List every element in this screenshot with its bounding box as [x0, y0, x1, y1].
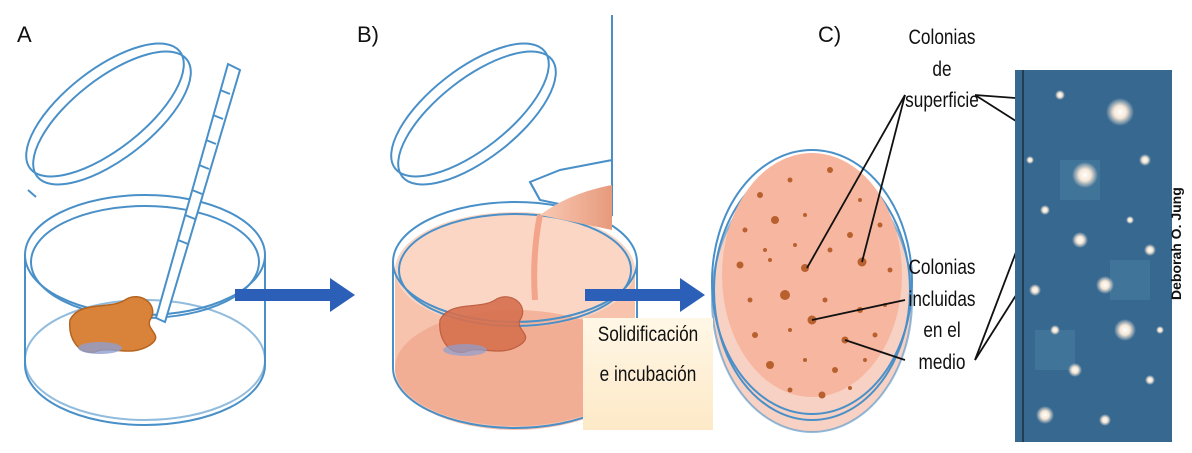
photo-credit: Deborah O. Jung	[1168, 160, 1184, 300]
surface-colonies-label: Colonias de superficie	[882, 22, 1002, 117]
embedded-colonies-line2: incluidas	[893, 284, 991, 316]
panel-label-c: C)	[818, 22, 841, 48]
embedded-colonies-line3: en el	[893, 315, 991, 347]
step-caption-line1: Solidificación	[582, 322, 713, 348]
embedded-colonies-line4: medio	[893, 347, 991, 379]
panel-a	[6, 20, 265, 425]
surface-colonies-line2: de	[893, 54, 991, 86]
panel-label-a: A	[17, 22, 32, 48]
lifted-lid-a	[6, 20, 212, 208]
surface-colonies-line1: Colonias	[893, 22, 991, 54]
embedded-colonies-label: Colonias incluidas en el medio	[882, 252, 1002, 378]
surface-colonies-line3: superficie	[893, 85, 991, 117]
step-caption: Solidificación e incubación	[568, 322, 728, 389]
arrow-a-to-b	[235, 278, 355, 312]
panel-label-b: B)	[357, 22, 379, 48]
step-caption-line2: e incubación	[582, 362, 713, 388]
embedded-colonies-line1: Colonias	[893, 252, 991, 284]
colony-photo	[1015, 70, 1172, 442]
